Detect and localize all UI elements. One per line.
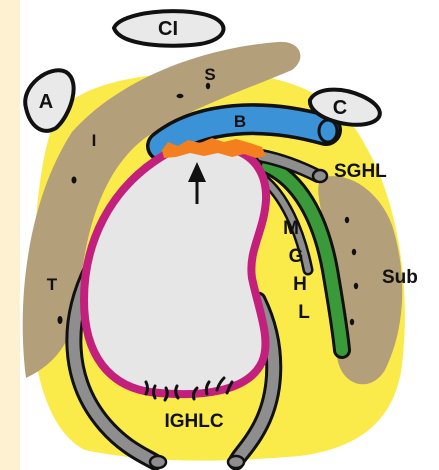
label-teres-minor: T — [47, 275, 58, 294]
label-mghl-g: G — [289, 246, 304, 267]
label-clavicle: C — [333, 97, 347, 119]
label-coracoid: CI — [158, 18, 178, 40]
sghl-end — [313, 170, 327, 182]
ighlc-left-end — [150, 456, 166, 468]
label-biceps: B — [234, 112, 246, 131]
ighlc-right-end — [228, 456, 244, 468]
label-mghl-m: M — [283, 218, 299, 239]
label-acromion: A — [39, 91, 53, 113]
label-mghl-h: H — [293, 274, 307, 295]
label-infraspinatus: I — [92, 131, 97, 150]
label-ighlc: IGHLC — [164, 411, 223, 432]
label-supraspinatus: S — [204, 65, 215, 84]
label-subscapularis: Sub — [382, 267, 418, 288]
label-sghl: SGHL — [334, 161, 387, 182]
label-mghl-l: L — [298, 302, 310, 323]
